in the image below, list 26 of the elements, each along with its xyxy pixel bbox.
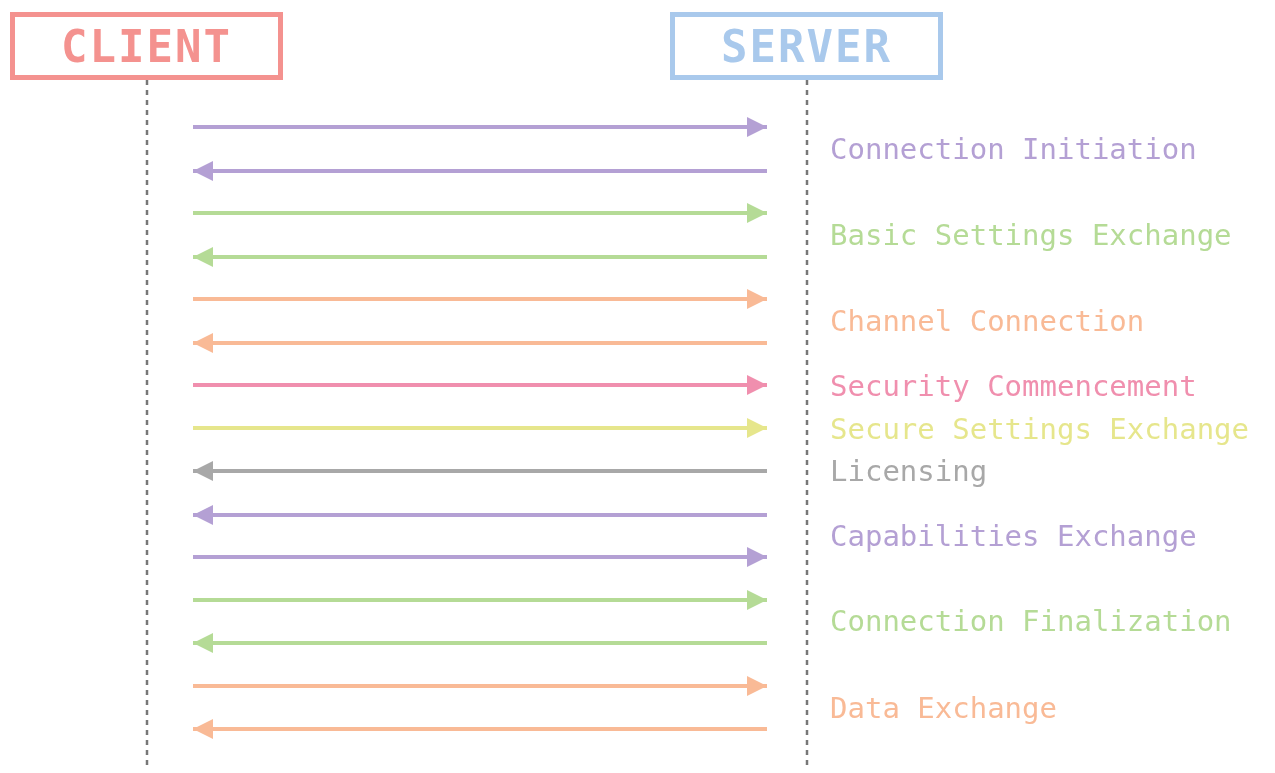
arrow <box>193 375 767 395</box>
arrow <box>193 461 767 481</box>
phase-label: Basic Settings Exchange <box>830 218 1232 252</box>
phase-label: Data Exchange <box>830 691 1057 725</box>
phase-label: Connection Finalization <box>830 604 1232 638</box>
phase-label: Secure Settings Exchange <box>830 412 1250 446</box>
arrow <box>193 289 767 309</box>
arrow <box>193 547 767 567</box>
participant-label: SERVER <box>721 20 892 72</box>
arrow <box>193 633 767 653</box>
arrow <box>193 590 767 610</box>
phase-label: Channel Connection <box>830 304 1145 338</box>
arrow <box>193 418 767 438</box>
phase-label: Capabilities Exchange <box>830 519 1197 553</box>
participant-label: CLIENT <box>61 20 232 72</box>
arrow <box>193 505 767 525</box>
arrow <box>193 719 767 739</box>
phase-label: Licensing <box>830 454 988 488</box>
arrow <box>193 247 767 267</box>
arrow <box>193 161 767 181</box>
phase-label: Connection Initiation <box>830 132 1197 166</box>
phase-label: Security Commencement <box>830 369 1197 403</box>
arrow <box>193 117 767 137</box>
arrow <box>193 333 767 353</box>
arrow <box>193 676 767 696</box>
arrow <box>193 203 767 223</box>
